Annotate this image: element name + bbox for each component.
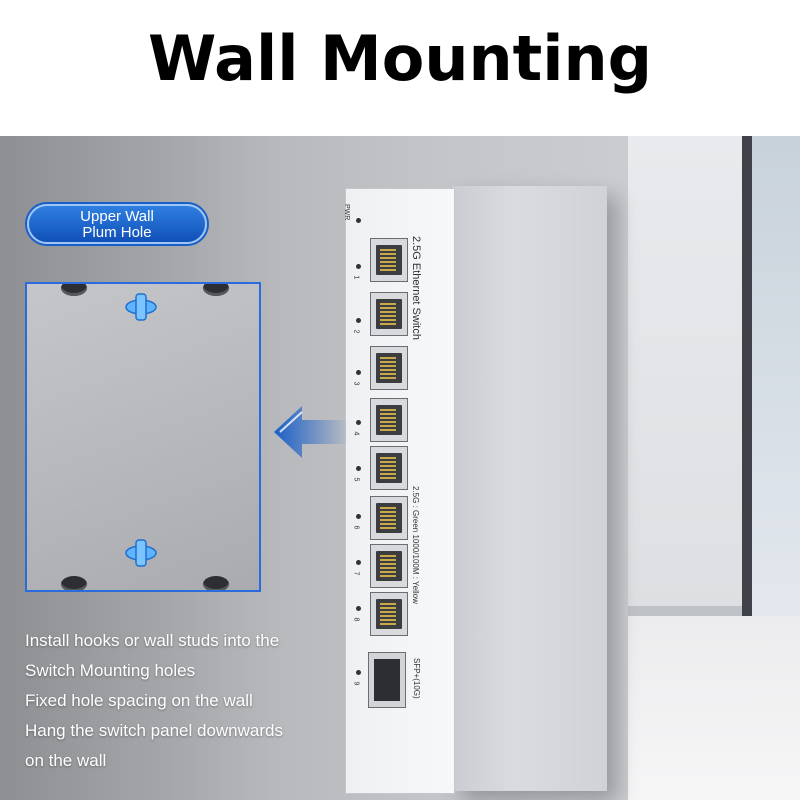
ethernet-port	[370, 496, 408, 540]
window	[742, 136, 800, 616]
port-number: 7	[352, 571, 360, 576]
ethernet-port	[370, 446, 408, 490]
port-led	[356, 670, 361, 675]
page-title: Wall Mounting	[147, 22, 653, 95]
port-led	[356, 514, 361, 519]
ethernet-port	[370, 398, 408, 442]
port-led	[356, 370, 361, 375]
rubber-foot	[203, 576, 229, 590]
port-number: 8	[352, 617, 360, 622]
ethernet-port	[370, 592, 408, 636]
port-led	[356, 264, 361, 269]
badge-line-2: Plum Hole	[82, 224, 152, 241]
arrow-left-icon	[274, 406, 348, 458]
sfp-port	[368, 652, 406, 708]
port-number: 2	[352, 329, 360, 334]
mounting-hook-icon	[125, 539, 157, 567]
led-legend-label: 2.5G : Green 1000/100M : Yellow	[411, 486, 420, 604]
ethernet-port	[370, 238, 408, 282]
mounting-hole-detail	[25, 282, 261, 592]
instruction-line: Hang the switch panel downwards	[25, 721, 283, 740]
mounting-hook-icon	[125, 293, 157, 321]
port-number: 1	[352, 275, 360, 280]
instructions-text: Install hooks or wall studs into the Swi…	[25, 626, 355, 776]
power-label: PWR	[343, 204, 350, 221]
floor	[628, 616, 800, 800]
port-led	[356, 606, 361, 611]
instruction-line: on the wall	[25, 751, 107, 770]
ethernet-port	[370, 346, 408, 390]
ethernet-port	[370, 292, 408, 336]
sfp-label: SFP+(10G)	[412, 658, 421, 699]
switch-side-panel	[452, 186, 607, 791]
ethernet-port	[370, 544, 408, 588]
power-led	[356, 218, 361, 223]
port-led	[356, 318, 361, 323]
port-number: 3	[352, 381, 360, 386]
port-led	[356, 560, 361, 565]
rubber-foot	[61, 284, 87, 296]
product-photo: PWR 1 2 3 4 5 6 7 8 9 2.5G Ethernet Swit…	[0, 136, 800, 800]
instruction-line: Fixed hole spacing on the wall	[25, 691, 253, 710]
port-number: 4	[352, 431, 360, 436]
port-led	[356, 420, 361, 425]
port-led	[356, 466, 361, 471]
rubber-foot	[203, 284, 229, 296]
rubber-foot	[61, 576, 87, 590]
upper-wall-plum-hole-badge: Upper Wall Plum Hole	[27, 204, 207, 244]
badge-line-1: Upper Wall	[80, 208, 154, 225]
instruction-line: Install hooks or wall studs into the	[25, 631, 280, 650]
port-number: 5	[352, 477, 360, 482]
instruction-line: Switch Mounting holes	[25, 661, 196, 680]
port-number: 6	[352, 525, 360, 530]
title-band: Wall Mounting	[0, 0, 800, 136]
device-model-label: 2.5G Ethernet Switch	[410, 236, 422, 340]
